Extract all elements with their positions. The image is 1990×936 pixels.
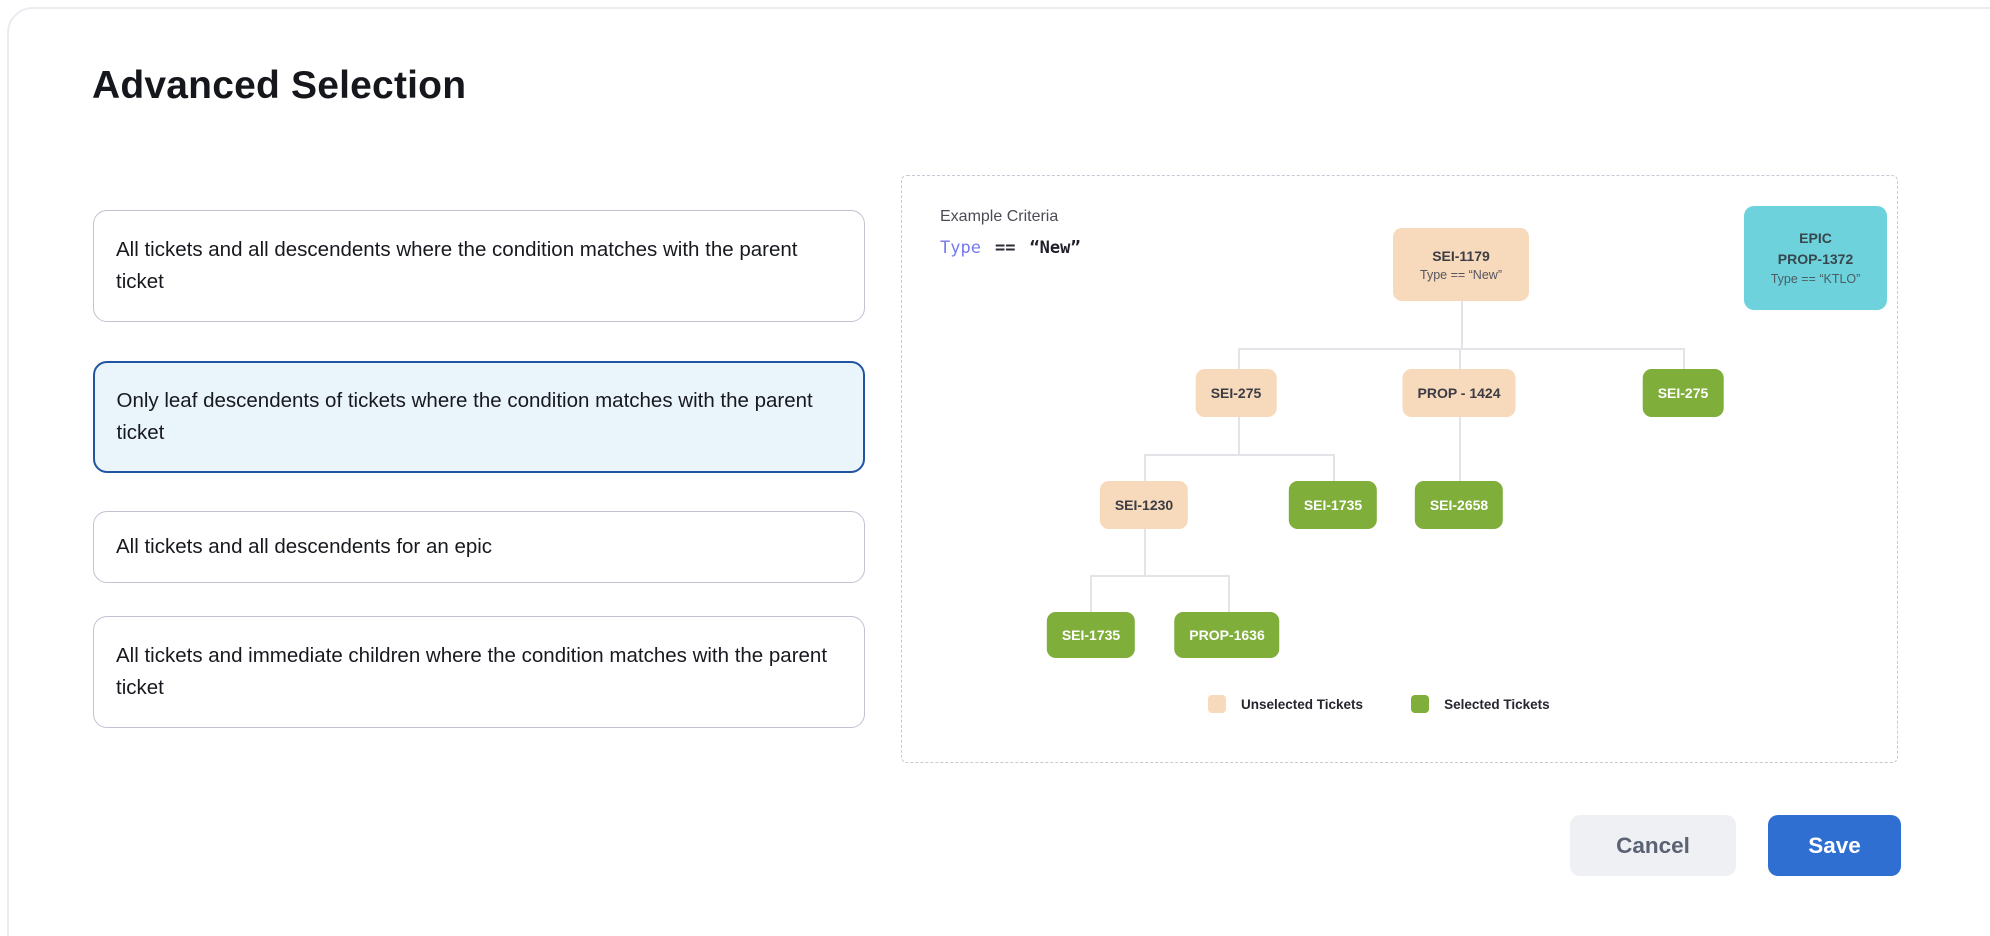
tree-node: SEI-2658 (1414, 481, 1504, 529)
tree-connector (1144, 529, 1146, 575)
tree-node: SEI-275 (1195, 369, 1277, 417)
example-criteria-heading: Example Criteria (940, 208, 1059, 225)
cancel-button[interactable]: Cancel (1570, 815, 1736, 876)
tree-connector (1090, 575, 1092, 612)
tree-connector (1683, 348, 1685, 369)
tree-connector (1144, 454, 1333, 456)
criteria-field: Type (940, 238, 981, 258)
page-title: Advanced Selection (92, 64, 467, 107)
option-label: All tickets and all descendents where th… (116, 238, 798, 293)
ticket-id: SEI-1179 (1432, 247, 1490, 264)
tree-node: PROP-1636 (1174, 612, 1280, 658)
epic-condition: Type == “KTLO” (1770, 272, 1861, 286)
option-leaf-descendents[interactable]: Only leaf descendents of tickets where t… (93, 361, 865, 473)
ticket-id: SEI-275 (1210, 385, 1262, 401)
option-label: All tickets and immediate children where… (116, 644, 828, 699)
option-label: Only leaf descendents of tickets where t… (116, 389, 813, 444)
tree-connector (1238, 348, 1240, 369)
tree-connector (1461, 301, 1463, 348)
tree-node: PROP - 1424 (1402, 369, 1516, 417)
option-all-descendents-epic[interactable]: All tickets and all descendents for an e… (93, 511, 865, 583)
unselected-swatch-icon (1208, 695, 1226, 713)
legend: Unselected Tickets Selected Tickets (1208, 695, 1550, 713)
option-immediate-children[interactable]: All tickets and immediate children where… (93, 616, 865, 728)
option-all-descendents[interactable]: All tickets and all descendents where th… (93, 210, 865, 322)
selected-swatch-icon (1411, 695, 1430, 713)
tree-node: SEI-275 (1642, 369, 1724, 417)
ticket-id: SEI-2658 (1429, 497, 1489, 513)
tree-connector (1144, 454, 1146, 481)
legend-label: Selected Tickets (1444, 696, 1550, 712)
legend-item-selected: Selected Tickets (1411, 695, 1550, 713)
tree-connector (1333, 454, 1335, 481)
ticket-condition: Type == “New” (1420, 267, 1502, 282)
tree-connector (1459, 348, 1461, 369)
criteria-operator: == (994, 238, 1016, 258)
option-label: All tickets and all descendents for an e… (116, 535, 493, 558)
criteria-value: “New” (1029, 238, 1081, 258)
save-button[interactable]: Save (1768, 815, 1901, 876)
ticket-id: SEI-1735 (1303, 497, 1363, 513)
tree-node: SEI-1735 (1046, 612, 1136, 658)
epic-id: PROP-1372 (1777, 251, 1854, 267)
legend-item-unselected: Unselected Tickets (1208, 695, 1363, 713)
ticket-id: SEI-275 (1657, 385, 1709, 401)
epic-type-label: EPIC (1799, 230, 1832, 246)
tree-connector (1459, 417, 1461, 481)
option-list: All tickets and all descendents where th… (93, 210, 865, 728)
ticket-id: SEI-1735 (1061, 627, 1121, 643)
example-criteria-panel: Example Criteria Type == “New” EPIC PROP-1… (901, 175, 1898, 763)
ticket-id: SEI-1230 (1114, 497, 1174, 513)
tree-node: SEI-1230 (1099, 481, 1189, 529)
tree-connector (1238, 348, 1683, 350)
tree-connector (1228, 575, 1230, 612)
tree-node-root: SEI-1179 Type == “New” (1393, 228, 1529, 301)
legend-label: Unselected Tickets (1241, 696, 1364, 712)
tree-connector (1090, 575, 1228, 577)
criteria-expression: Type == “New” (940, 238, 1081, 258)
epic-card: EPIC PROP-1372 Type == “KTLO” (1744, 206, 1887, 310)
ticket-id: PROP - 1424 (1417, 385, 1501, 401)
tree-connector (1238, 417, 1240, 454)
tree-node: SEI-1735 (1288, 481, 1378, 529)
ticket-id: PROP-1636 (1189, 627, 1265, 643)
